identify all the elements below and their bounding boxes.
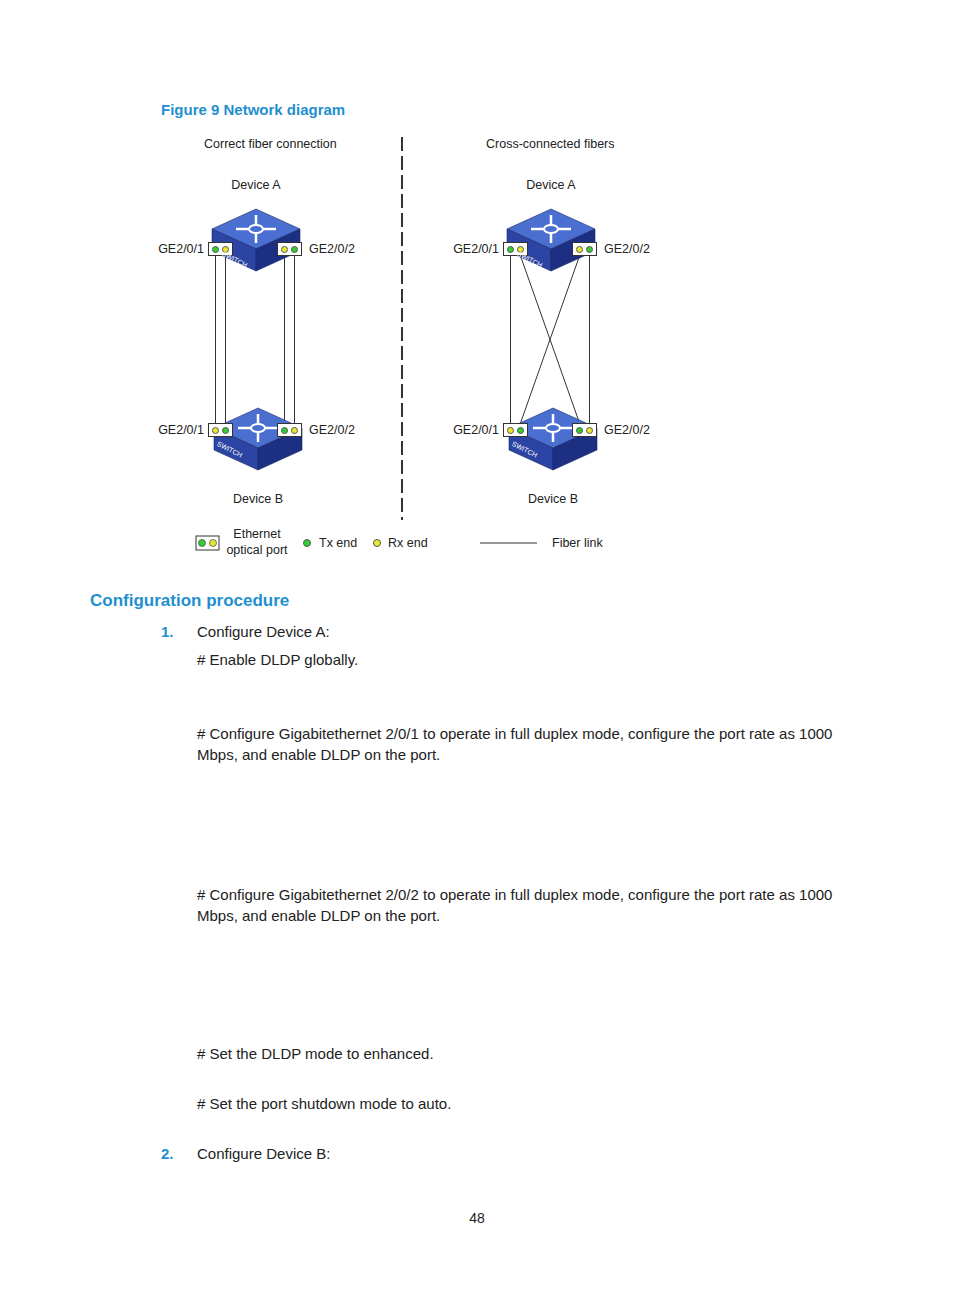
- figure-title: Figure 9 Network diagram: [161, 101, 345, 118]
- port-led: [507, 427, 514, 434]
- port-label: GE2/0/2: [309, 242, 355, 256]
- port-led: [576, 246, 583, 253]
- port-led: [576, 427, 583, 434]
- port-label: GE2/0/1: [158, 242, 204, 256]
- body-text: # Set the port shutdown mode to auto.: [197, 1095, 451, 1112]
- body-text: # Enable DLDP globally.: [197, 651, 358, 668]
- device-label: Device A: [210, 178, 302, 192]
- device-label: Device B: [212, 492, 304, 506]
- legend-text: Ethernet optical port: [222, 526, 292, 558]
- fiber-link: [510, 256, 511, 423]
- port-led: [291, 427, 298, 434]
- fiber-link: [294, 256, 295, 423]
- legend-swatch: [373, 539, 381, 547]
- body-text: # Configure Gigabitethernet 2/0/2 to ope…: [197, 884, 852, 926]
- body-text: 1.: [161, 623, 174, 640]
- fiber-link: [225, 256, 226, 423]
- optical-port: GE2/0/2: [572, 423, 597, 437]
- switch-icon: [210, 207, 302, 273]
- switch-icon: [507, 406, 599, 472]
- port-led: [281, 427, 288, 434]
- legend-line-sample: [480, 543, 537, 544]
- port-led: [281, 246, 288, 253]
- legend-dot: [210, 540, 217, 547]
- port-label: GE2/0/2: [309, 423, 355, 437]
- legend-dot: [199, 540, 206, 547]
- legend-swatch: [303, 539, 311, 547]
- panel-caption: Cross-connected fibers: [486, 137, 615, 151]
- body-text: 48: [457, 1208, 497, 1229]
- body-text: # Configure Gigabitethernet 2/0/1 to ope…: [197, 723, 852, 765]
- port-label: GE2/0/1: [158, 423, 204, 437]
- optical-port: GE2/0/1: [503, 423, 528, 437]
- port-label: GE2/0/1: [453, 242, 499, 256]
- port-led: [222, 427, 229, 434]
- port-led: [212, 246, 219, 253]
- port-label: GE2/0/2: [604, 423, 650, 437]
- legend-port-sample: [196, 536, 219, 550]
- legend-text: Fiber link: [552, 536, 603, 550]
- port-led: [291, 246, 298, 253]
- port-led: [507, 246, 514, 253]
- legend-text: Tx end: [319, 536, 357, 550]
- switch-icon: [212, 406, 304, 472]
- port-led: [586, 246, 593, 253]
- port-label: GE2/0/2: [604, 242, 650, 256]
- body-text: Configure Device A:: [197, 623, 330, 640]
- switch-icon: [505, 207, 597, 273]
- device-label: Device A: [505, 178, 597, 192]
- switch-device: Device AGE2/0/1GE2/0/2: [505, 207, 597, 273]
- optical-port: GE2/0/2: [572, 242, 597, 256]
- fiber-link: [215, 256, 216, 423]
- port-led: [212, 427, 219, 434]
- optical-port: GE2/0/2: [277, 423, 302, 437]
- fiber-link: [284, 256, 285, 423]
- optical-port: GE2/0/2: [277, 242, 302, 256]
- switch-device: Device AGE2/0/1GE2/0/2: [210, 207, 302, 273]
- body-text: # Set the DLDP mode to enhanced.: [197, 1045, 434, 1062]
- port-led: [586, 427, 593, 434]
- dashed-divider: [401, 137, 403, 520]
- switch-device: Device BGE2/0/1GE2/0/2: [212, 406, 304, 472]
- fiber-link: [521, 256, 580, 423]
- fiber-link: [589, 256, 590, 423]
- switch-device: Device BGE2/0/1GE2/0/2: [507, 406, 599, 472]
- fiber-link: [521, 256, 580, 423]
- panel-caption: Correct fiber connection: [204, 137, 337, 151]
- legend-text: Rx end: [388, 536, 428, 550]
- optical-port: GE2/0/1: [208, 423, 233, 437]
- body-text: 2.: [161, 1145, 174, 1162]
- body-text: Configure Device B:: [197, 1145, 330, 1162]
- port-led: [517, 427, 524, 434]
- port-label: GE2/0/1: [453, 423, 499, 437]
- device-label: Device B: [507, 492, 599, 506]
- body-text: Configuration procedure: [90, 591, 289, 611]
